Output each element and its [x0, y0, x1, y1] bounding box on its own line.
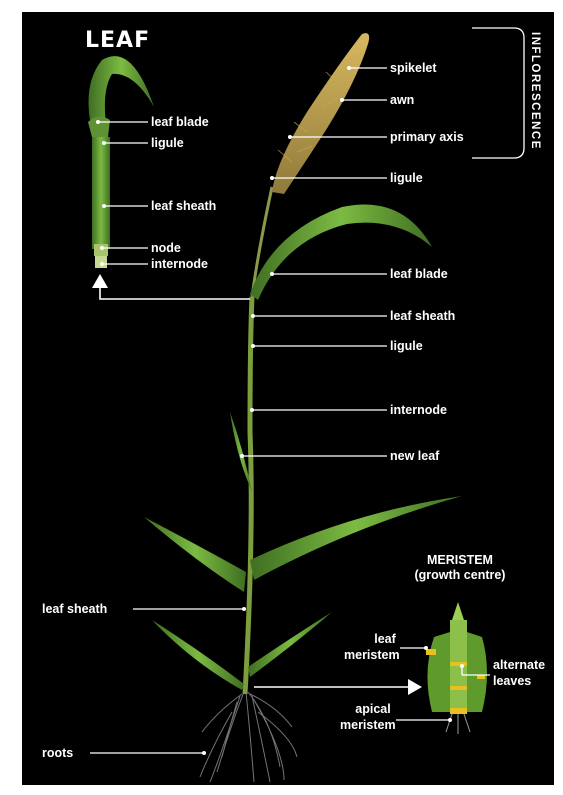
label-ligule-top: ligule	[390, 171, 423, 185]
label-internode: internode	[390, 403, 447, 417]
label-new-leaf: new leaf	[390, 449, 439, 463]
label-alternate-leaves-line1: alternate	[493, 658, 545, 672]
label-alternate-leaves-line2: leaves	[493, 674, 531, 688]
label-apical-meristem-line2: meristem	[340, 718, 396, 732]
label-apical-meristem-line1: apical	[350, 702, 396, 716]
label-primary-axis: primary axis	[390, 130, 464, 144]
leaf-detail-illustration	[88, 56, 154, 268]
label-ligule: ligule	[390, 339, 423, 353]
meristem-arrowhead	[408, 679, 422, 695]
inflorescence-bracket	[472, 28, 524, 158]
label-spikelet: spikelet	[390, 61, 437, 75]
leaf-detail-arrow-line	[100, 284, 250, 299]
label-leaf-sheath: leaf sheath	[390, 309, 455, 323]
label-detail-ligule: ligule	[151, 136, 184, 150]
leaf-mid-left	[144, 517, 246, 592]
main-stem	[245, 297, 252, 694]
plant-illustration	[22, 12, 554, 785]
label-leaf-meristem-line2: meristem	[344, 648, 400, 662]
label-leaf-sheath-left: leaf sheath	[42, 602, 107, 616]
leaf-detail-arrowhead	[92, 274, 108, 288]
roots-illustration	[200, 692, 297, 782]
label-awn: awn	[390, 93, 414, 107]
main-leaf-blade	[250, 204, 432, 300]
leaf-lower-left	[152, 620, 244, 690]
meristem-title: MERISTEM	[400, 553, 520, 567]
meristem-subtitle: (growth centre)	[400, 568, 520, 582]
diagram-canvas: LEAF INFLORESCENCE spikelet awn primary …	[22, 12, 554, 785]
label-leaf-blade: leaf blade	[390, 267, 448, 281]
inflorescence-label: INFLORESCENCE	[529, 32, 541, 150]
diagram-title: LEAF	[85, 28, 150, 53]
meristem-illustration	[426, 602, 487, 734]
label-leaf-meristem-line1: leaf	[370, 632, 400, 646]
label-roots: roots	[42, 746, 73, 760]
label-detail-leaf-blade: leaf blade	[151, 115, 209, 129]
label-detail-node: node	[151, 241, 181, 255]
label-detail-leaf-sheath: leaf sheath	[151, 199, 216, 213]
label-detail-internode: internode	[151, 257, 208, 271]
leaf-low-right	[248, 612, 332, 677]
